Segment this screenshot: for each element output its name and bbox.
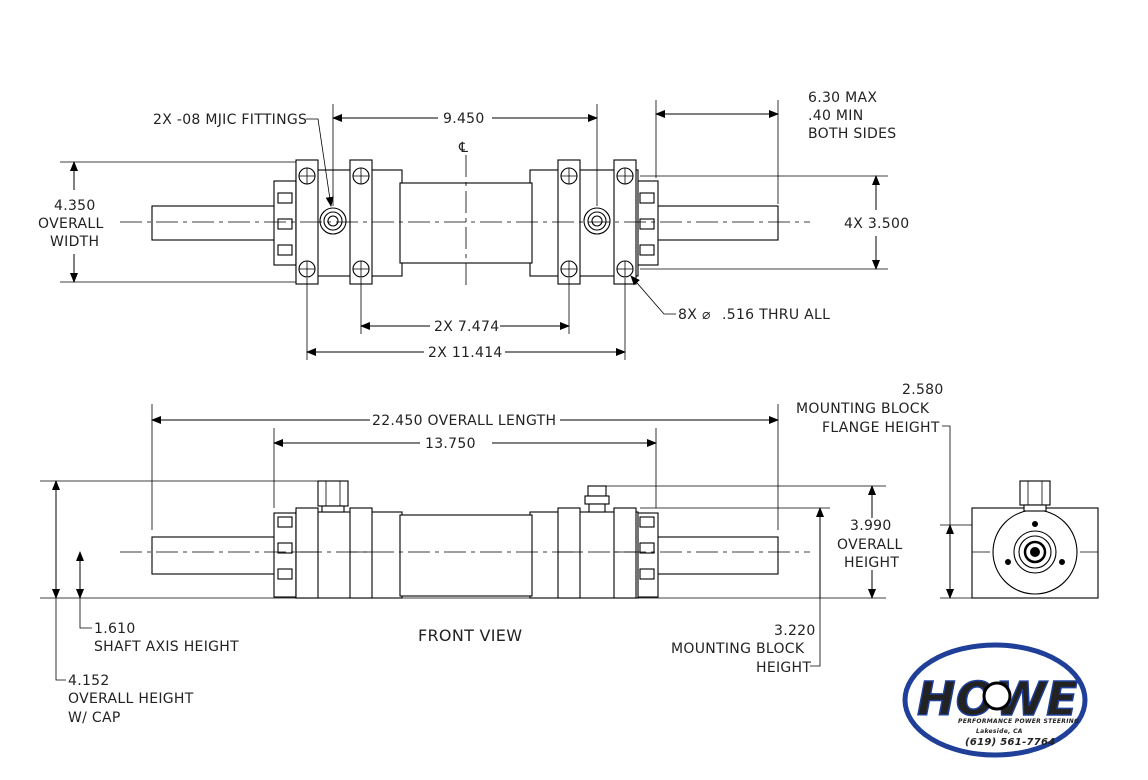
flange-label-2: FLANGE HEIGHT bbox=[822, 420, 940, 436]
left-shaft bbox=[151, 205, 277, 241]
outer-spacing: 2X 11.414 bbox=[428, 345, 503, 361]
front-fitting bbox=[584, 485, 610, 513]
fittings-label: 2X -08 MJIC FITTINGS bbox=[153, 112, 307, 128]
mount-block-label-2: HEIGHT bbox=[756, 660, 811, 676]
side-hex-cap bbox=[1019, 480, 1051, 512]
right-shaft bbox=[655, 205, 779, 241]
block-overall-label-1: OVERALL bbox=[837, 537, 903, 553]
front-right-shaft bbox=[655, 536, 779, 575]
inner-spacing: 2X 7.474 bbox=[434, 319, 499, 335]
logo-location: Lakeside, CA bbox=[976, 728, 1023, 735]
width-label-2: WIDTH bbox=[50, 234, 99, 250]
mount-block-label-1: MOUNTING BLOCK bbox=[671, 641, 805, 657]
overall-height-value: 4.152 bbox=[68, 673, 110, 689]
hole-label-value: .516 THRU ALL bbox=[722, 307, 830, 323]
front-left-shaft bbox=[151, 536, 277, 575]
stroke-max: 6.30 MAX bbox=[808, 90, 877, 106]
front-block-3 bbox=[557, 507, 581, 599]
width-label-1: OVERALL bbox=[38, 216, 104, 232]
shaft-axis-value: 1.610 bbox=[94, 621, 136, 637]
fitting-left bbox=[319, 207, 347, 235]
flange-value: 2.580 bbox=[902, 382, 944, 398]
overall-height-label-2: W/ CAP bbox=[68, 710, 121, 726]
howe-logo: HOWE PERFORMANCE POWER STEERING Lakeside… bbox=[902, 642, 1088, 758]
logo-phone: (619) 561-7764 bbox=[965, 737, 1056, 748]
stroke-sides: BOTH SIDES bbox=[808, 126, 896, 142]
centerline-symbol: ℄ bbox=[458, 140, 468, 156]
shaft-axis-label: SHAFT AXIS HEIGHT bbox=[94, 639, 239, 655]
dim-9450: 9.450 bbox=[443, 111, 485, 127]
front-view: 22.450 OVERALL LENGTH 13.750 1.610 SHAFT… bbox=[40, 404, 903, 726]
block-overall-label-2: HEIGHT bbox=[844, 555, 899, 571]
bolt-holes bbox=[298, 167, 634, 278]
fitting-right bbox=[583, 207, 611, 235]
flange-label-1: MOUNTING BLOCK bbox=[796, 401, 930, 417]
stroke-min: .40 MIN bbox=[808, 108, 864, 124]
block-spacing: 13.750 bbox=[425, 436, 476, 452]
front-block-1 bbox=[295, 507, 319, 599]
bolt-spacing: 4X 3.500 bbox=[844, 216, 909, 232]
mount-block-value: 3.220 bbox=[774, 623, 816, 639]
front-block-2 bbox=[349, 507, 373, 599]
front-barrel bbox=[399, 514, 533, 597]
front-block-4 bbox=[613, 507, 637, 599]
view-title: FRONT VIEW bbox=[418, 626, 522, 645]
hole-diameter-symbol: ⌀ bbox=[702, 307, 711, 323]
steering-wheel-icon bbox=[982, 681, 1012, 711]
top-view: ℄ 9.450 6.30 MAX .40 MIN BOTH SIDES 4.35… bbox=[38, 90, 909, 361]
overall-height-label-1: OVERALL HEIGHT bbox=[68, 691, 194, 707]
logo-tagline: PERFORMANCE POWER STEERING bbox=[958, 718, 1079, 725]
side-view: 2.580 MOUNTING BLOCK FLANGE HEIGHT bbox=[796, 382, 1099, 599]
block-overall-value: 3.990 bbox=[850, 518, 892, 534]
overall-length: 22.450 OVERALL LENGTH bbox=[372, 413, 556, 429]
hex-cap bbox=[317, 480, 349, 513]
width-value: 4.350 bbox=[54, 198, 96, 214]
hole-label-prefix: 8X bbox=[678, 307, 697, 323]
